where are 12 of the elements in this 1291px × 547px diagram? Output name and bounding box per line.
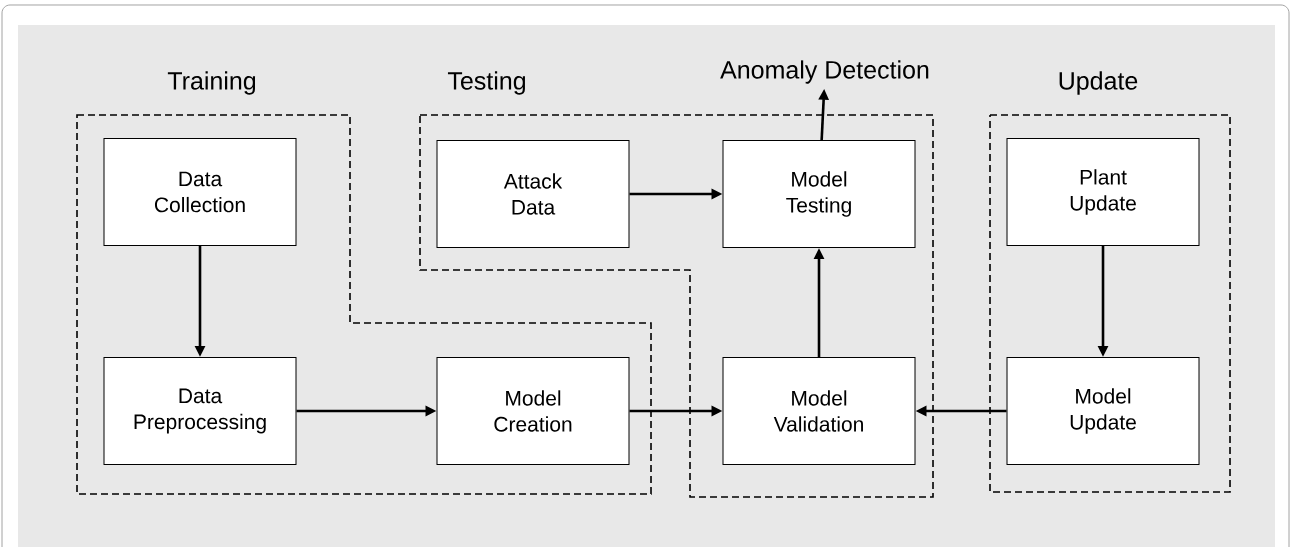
node-label: Update — [1059, 71, 1138, 95]
process-box: Model Testing — [722, 140, 916, 248]
process-box: Model Validation — [722, 357, 916, 465]
node-label: Training — [167, 71, 256, 95]
output-label: Anomaly Detection — [720, 60, 929, 84]
process-box: Plant Update — [1006, 138, 1200, 246]
process-box: Data Collection — [103, 138, 297, 246]
process-box: Attack Data — [436, 140, 630, 248]
node-label: Testing — [447, 71, 526, 95]
process-box: Model Update — [1006, 357, 1200, 465]
process-box: Model Creation — [436, 357, 630, 465]
process-box: Data Preprocessing — [103, 357, 297, 465]
